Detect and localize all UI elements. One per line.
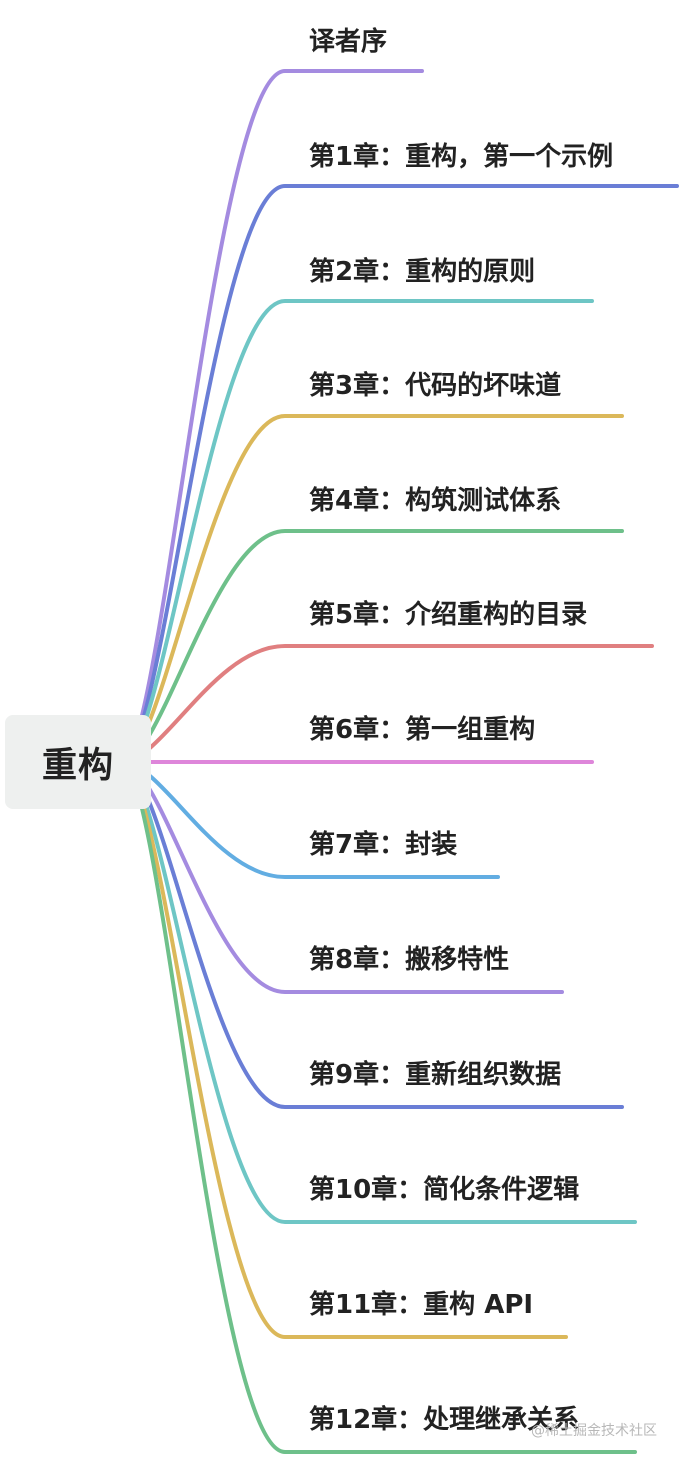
branch-label-chapter-6[interactable]: 第6章：第一组重构 — [309, 715, 536, 745]
branch-label-chapter-11[interactable]: 第11章：重构 API — [309, 1290, 534, 1320]
branch-label-chapter-4[interactable]: 第4章：构筑测试体系 — [309, 486, 562, 516]
watermark: @稀土掘金技术社区 — [531, 1423, 657, 1439]
branch-label-chapter-8[interactable]: 第8章：搬移特性 — [309, 945, 510, 975]
branch-label-chapter-5[interactable]: 第5章：介绍重构的目录 — [309, 600, 588, 630]
root-node-label: 重构 — [41, 745, 114, 786]
branch-label-chapter-2[interactable]: 第2章：重构的原则 — [309, 257, 536, 287]
root-node[interactable]: 重构 — [5, 715, 151, 809]
branch-label-chapter-7[interactable]: 第7章：封装 — [309, 830, 458, 860]
branch-label-chapter-12[interactable]: 第12章：处理继承关系 — [309, 1405, 580, 1435]
branch-label-chapter-3[interactable]: 第3章：代码的坏味道 — [309, 371, 562, 401]
branch-label-chapter-9[interactable]: 第9章：重新组织数据 — [309, 1060, 562, 1090]
branch-label-translator-preface[interactable]: 译者序 — [309, 27, 388, 57]
branch-label-chapter-10[interactable]: 第10章：简化条件逻辑 — [309, 1175, 580, 1205]
branch-label-chapter-1[interactable]: 第1章：重构，第一个示例 — [309, 142, 614, 172]
